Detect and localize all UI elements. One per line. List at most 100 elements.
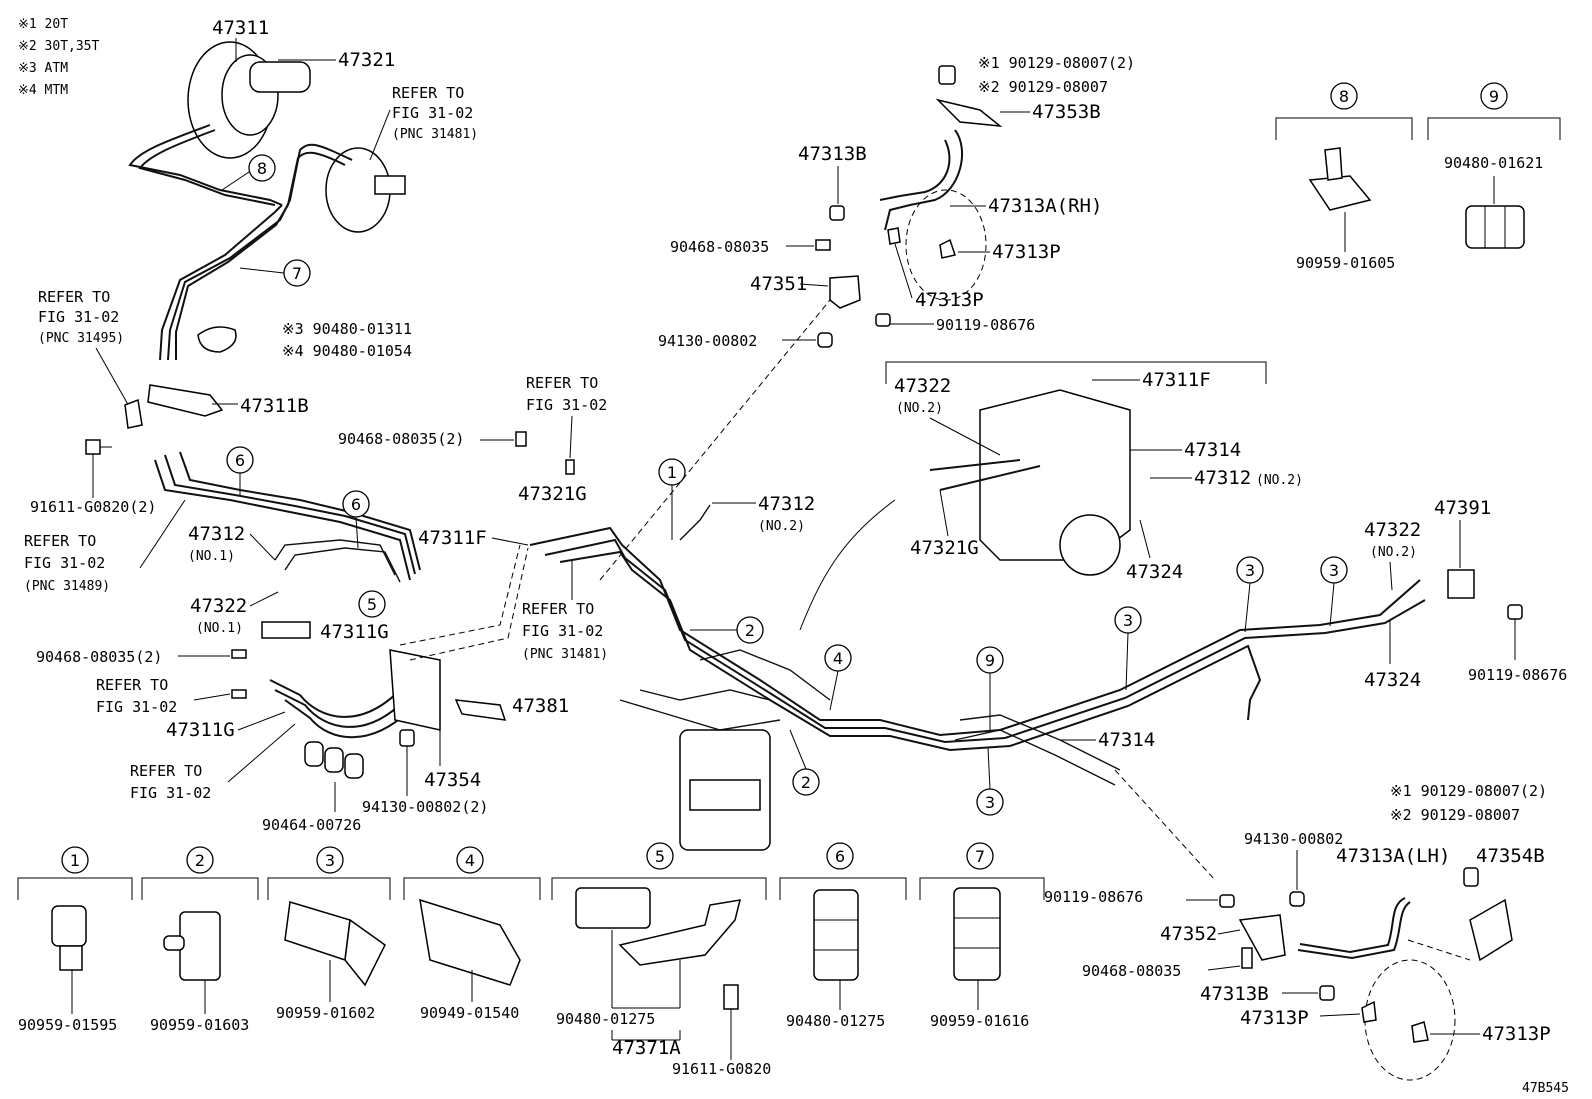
callout-1: 1 xyxy=(667,463,677,482)
note-3: ※3 ATM xyxy=(18,61,68,76)
label-no2-b: (NO.2) xyxy=(896,401,943,416)
label-94130-00802-2: 94130-00802(2) xyxy=(362,798,488,816)
group-3-number: 3 xyxy=(325,851,335,870)
label-90129-b1: ※1 90129-08007(2) xyxy=(1390,782,1547,800)
label-47324-a: 47324 xyxy=(1126,561,1183,583)
refer-left1-3: (PNC 31495) xyxy=(38,331,124,346)
label-47311G-b: 47311G xyxy=(166,719,235,741)
callout-9: 9 xyxy=(985,651,995,670)
label-91611-2: 91611-G0820(2) xyxy=(30,498,156,516)
refer-mid-1: REFER TO xyxy=(526,374,598,392)
callout-3d: 3 xyxy=(1329,561,1339,580)
bolt-91611 xyxy=(85,439,112,455)
group-1-part: 90959-01595 xyxy=(18,1016,117,1034)
label-90119-a: 90119-08676 xyxy=(936,316,1035,334)
note-4: ※4 MTM xyxy=(18,83,68,98)
label-94130-a: 94130-00802 xyxy=(658,332,757,350)
label-47311F-a: 47311F xyxy=(418,527,487,549)
group-4-part: 90949-01540 xyxy=(420,1004,519,1022)
callout-5: 5 xyxy=(367,595,377,614)
refer-center-2: FIG 31-02 xyxy=(522,622,603,640)
bracket-47371A xyxy=(575,887,742,966)
clip-90959-01603 xyxy=(163,911,221,981)
clamps-90464 xyxy=(304,741,364,779)
clamp-90480-01621 xyxy=(1465,205,1525,249)
refer-left2-3: (PNC 31489) xyxy=(24,579,110,594)
refer-left4-1: REFER TO xyxy=(130,762,202,780)
label-90119-c: 90119-08676 xyxy=(1044,888,1143,906)
label-47351: 47351 xyxy=(750,273,807,295)
label-47311F-b: 47311F xyxy=(1142,369,1211,391)
label-47312-no1: 47312 xyxy=(188,523,245,545)
refer-top-3: (PNC 31481) xyxy=(392,127,478,142)
label-47352: 47352 xyxy=(1160,923,1217,945)
label-47313P-a: 47313P xyxy=(992,241,1061,263)
refer-left4-2: FIG 31-02 xyxy=(130,784,211,802)
label-47322-no2a: 47322 xyxy=(894,375,951,397)
label-47354B: 47354B xyxy=(1476,845,1545,867)
label-90468-08035-c: 90468-08035 xyxy=(670,238,769,256)
bolt-91611-G0820 xyxy=(723,984,739,1010)
label-47311G-a: 47311G xyxy=(320,621,389,643)
label-90480-01054: ※4 90480-01054 xyxy=(282,342,412,360)
label-47313B-a: 47313B xyxy=(798,143,867,165)
label-47324-b: 47324 xyxy=(1364,669,1421,691)
label-47321: 47321 xyxy=(338,49,395,71)
refer-left1-1: REFER TO xyxy=(38,288,110,306)
label-47313P-b: 47313P xyxy=(915,289,984,311)
refer-left1-2: FIG 31-02 xyxy=(38,308,119,326)
grommet-part xyxy=(197,326,237,353)
refer-left3-2: FIG 31-02 xyxy=(96,698,177,716)
bracket-47391 xyxy=(1447,569,1475,599)
label-90129-b2: ※2 90129-08007 xyxy=(1390,806,1520,824)
label-no2-d: (NO.2) xyxy=(1370,545,1417,560)
callout-8b: 8 xyxy=(1339,87,1349,106)
group-7-number: 7 xyxy=(975,847,985,866)
callout-2b: 2 xyxy=(801,773,811,792)
label-47322-no2b: 47322 xyxy=(1364,519,1421,541)
label-47313A-RH: 47313A(RH) xyxy=(988,195,1102,217)
label-90480-01311: ※3 90480-01311 xyxy=(282,320,412,338)
label-47311B: 47311B xyxy=(240,395,309,417)
label-no1-b: (NO.1) xyxy=(196,621,243,636)
group-5-part2: 47371A xyxy=(612,1037,681,1059)
label-no1-a: (NO.1) xyxy=(188,549,235,564)
label-47391: 47391 xyxy=(1434,497,1491,519)
label-90959-01605: 90959-01605 xyxy=(1296,254,1395,272)
label-90129-a2: ※2 90129-08007 xyxy=(978,78,1108,96)
bracket-47354 xyxy=(389,649,441,731)
bolt-90129-a xyxy=(938,65,956,85)
note-1: ※1 20T xyxy=(18,17,68,32)
label-no2-c: (NO.2) xyxy=(1256,473,1303,488)
notes-legend: ※1 20T ※2 30T,35T ※3 ATM ※4 MTM xyxy=(18,17,100,98)
group-7-part: 90959-01616 xyxy=(930,1012,1029,1030)
callout-6a: 6 xyxy=(235,451,245,470)
refer-center-3: (PNC 31481) xyxy=(522,647,608,662)
refer-top-2: FIG 31-02 xyxy=(392,104,473,122)
abs-actuator-detail xyxy=(979,389,1131,576)
refer-center-1: REFER TO xyxy=(522,600,594,618)
group-4-number: 4 xyxy=(465,851,475,870)
group-5-part: 90480-01275 xyxy=(556,1010,655,1028)
refer-left3-1: REFER TO xyxy=(96,676,168,694)
label-47321G-a: 47321G xyxy=(518,483,587,505)
label-90480-01621: 90480-01621 xyxy=(1444,154,1543,172)
group-6-number: 6 xyxy=(835,847,845,866)
callout-6b: 6 xyxy=(351,495,361,514)
refer-left2-1: REFER TO xyxy=(24,532,96,550)
label-47322-no1: 47322 xyxy=(190,595,247,617)
callout-9b: 9 xyxy=(1489,87,1499,106)
bracket-47352 xyxy=(1238,914,1286,961)
label-90464-00726: 90464-00726 xyxy=(262,816,361,834)
group-6-part: 90480-01275 xyxy=(786,1012,885,1030)
clamp-90949-01540 xyxy=(419,898,521,986)
label-no2-a: (NO.2) xyxy=(758,519,805,534)
label-47311: 47311 xyxy=(212,17,269,39)
label-90468-08035-2b: 90468-08035(2) xyxy=(36,648,162,666)
label-47313P-c: 47313P xyxy=(1240,1007,1309,1029)
label-47314-b: 47314 xyxy=(1184,439,1241,461)
clip-90959-01605 xyxy=(1308,147,1372,211)
callout-4: 4 xyxy=(833,649,843,668)
label-47312-no2b: 47312 xyxy=(1194,467,1251,489)
